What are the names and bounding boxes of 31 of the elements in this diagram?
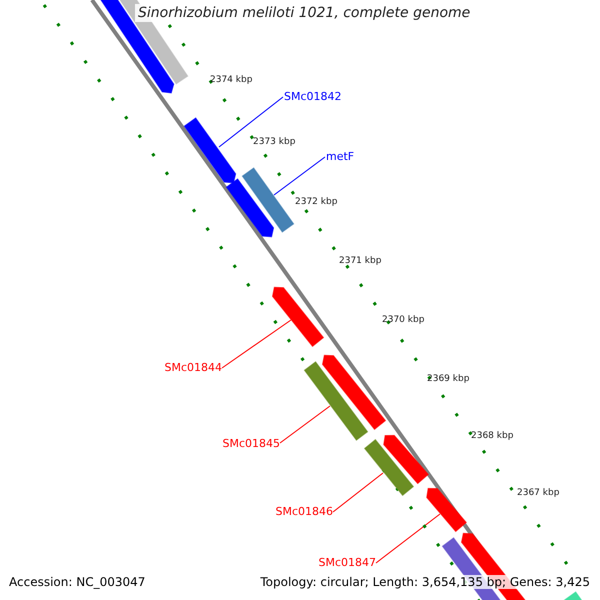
scale-label: 2371 kbp	[339, 256, 382, 266]
scale-label: 2373 kbp	[253, 137, 296, 147]
genome-info-text: Topology: circular; Length: 3,654,135 bp; Genes: 3,425	[260, 575, 590, 589]
leader-line	[218, 96, 284, 148]
scale-label: 2368 kbp	[471, 431, 514, 441]
scale-label: 2370 kbp	[382, 315, 424, 325]
gene-label: SMc01844	[164, 361, 222, 374]
gene-segment	[364, 438, 414, 496]
gene-segment	[242, 167, 294, 233]
leader-line	[332, 472, 384, 512]
gene-label: SMc01845	[222, 437, 280, 450]
leader-line	[280, 406, 330, 444]
gene-label: metF	[326, 150, 354, 163]
scale-label: 2374 kbp	[210, 75, 252, 85]
scale-label: 2367 kbp	[517, 488, 560, 498]
gene-segment	[272, 286, 324, 348]
gene-label: SMc01847	[318, 556, 376, 569]
gene-label: SMc01842	[284, 90, 342, 103]
scale-label: 2372 kbp	[295, 197, 338, 207]
gene-segment	[426, 488, 467, 532]
gene-segment	[304, 361, 368, 441]
leader-line	[222, 320, 292, 368]
gene-segment	[383, 434, 429, 484]
gene-segment	[226, 178, 274, 238]
gene-segment	[184, 117, 236, 184]
scale-label: 2369 kbp	[427, 374, 470, 384]
leader-line	[376, 514, 440, 564]
gene-segment	[322, 354, 386, 430]
accession-text: Accession: NC_003047	[9, 575, 146, 589]
leader-line	[274, 156, 326, 196]
gene-label: SMc01846	[275, 505, 333, 518]
